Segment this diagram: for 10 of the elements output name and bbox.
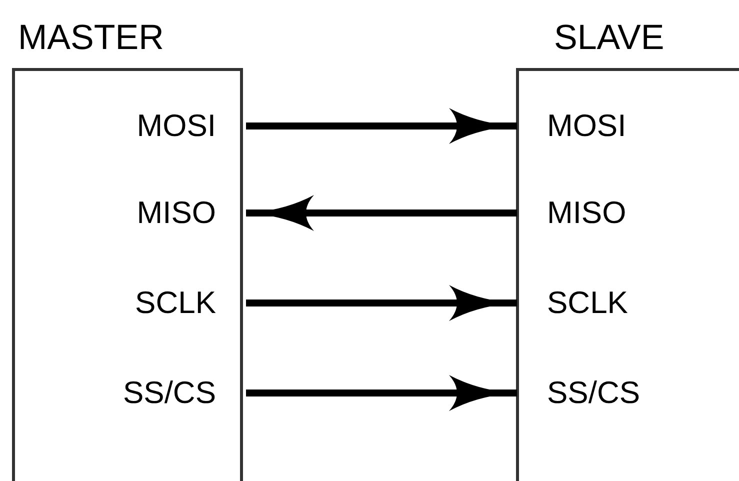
pin-label: SCLK [519,283,739,323]
pin-label: MOSI [15,106,240,146]
box-heading: MASTER [17,17,164,59]
pin-label: SCLK [15,283,240,323]
pin-label: MISO [519,193,739,233]
box-heading: SLAVE [553,17,664,59]
pin-label: SS/CS [15,373,240,413]
pin-label: SS/CS [519,373,739,413]
pin-label: MISO [15,193,240,233]
pin-label: MOSI [519,106,739,146]
